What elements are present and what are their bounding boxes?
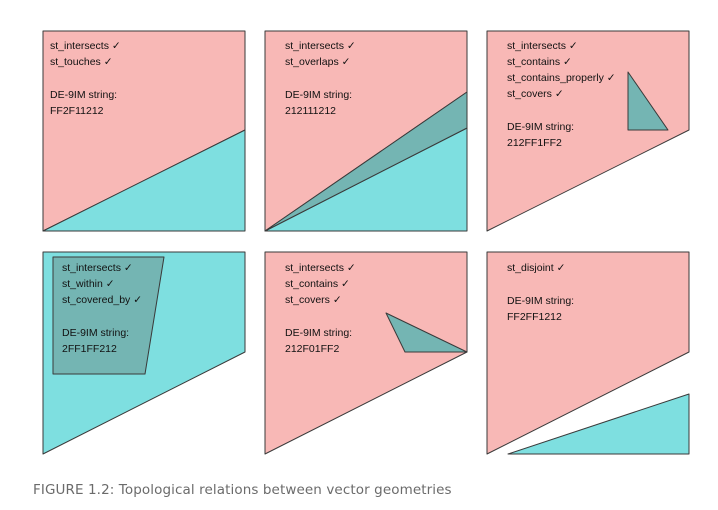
de9im-label: DE-9IM string:: [507, 121, 574, 133]
relation-list: st_intersects ✓ st_contains ✓ st_contain…: [507, 40, 616, 100]
geometry-x: [52, 256, 165, 375]
relation-list: st_intersects ✓ st_within ✓ st_covered_b…: [62, 262, 142, 306]
relation-list: st_intersects ✓ st_overlaps ✓: [285, 40, 356, 68]
de9im-label: DE-9IM string:: [285, 89, 352, 101]
de9im-string: FF2FF1212: [507, 311, 562, 323]
de9im-string: 212F01FF2: [285, 343, 339, 355]
de9im-string: 212111212: [285, 105, 336, 117]
relation-list: st_disjoint ✓: [507, 262, 565, 274]
de9im-string: 2FF1FF212: [62, 343, 117, 355]
relation-label: st_covered_by ✓: [62, 294, 142, 306]
figure-caption: FIGURE 1.2: Topological relations betwee…: [33, 482, 452, 498]
geometry-y: [385, 312, 468, 353]
de9im-label: DE-9IM string:: [50, 89, 117, 101]
relation-list: st_intersects ✓ st_touches ✓: [50, 40, 121, 68]
relation-list: st_intersects ✓ st_contains ✓ st_covers …: [285, 262, 356, 306]
relation-label: st_intersects ✓: [285, 262, 356, 274]
relation-label: st_covers ✓: [507, 88, 564, 100]
relation-label: st_intersects ✓: [285, 40, 356, 52]
de9im-string: FF2F11212: [50, 105, 104, 117]
panel-contains-properly: st_intersects ✓ st_contains ✓ st_contain…: [486, 30, 690, 232]
relation-label: st_contains_properly ✓: [507, 72, 616, 84]
panel-within: st_intersects ✓ st_within ✓ st_covered_b…: [42, 251, 246, 455]
topology-figure: st_intersects ✓ st_touches ✓ DE-9IM stri…: [42, 30, 690, 455]
relation-label: st_contains ✓: [507, 56, 572, 68]
relation-label: st_touches ✓: [50, 56, 113, 68]
geometry-y: [627, 71, 669, 131]
de9im-label: DE-9IM string:: [62, 327, 129, 339]
relation-label: st_overlaps ✓: [285, 56, 350, 68]
overlap-region: [264, 91, 468, 232]
de9im-string: 212FF1FF2: [507, 137, 562, 149]
geometry-x: [486, 30, 690, 232]
geometry-x: [486, 251, 690, 455]
relation-label: st_intersects ✓: [50, 40, 121, 52]
geometry-y: [42, 129, 246, 232]
geometry-y: [507, 393, 690, 455]
relation-label: st_within ✓: [62, 278, 115, 290]
panel-overlaps: st_intersects ✓ st_overlaps ✓ DE-9IM str…: [264, 30, 468, 232]
panel-disjoint: st_disjoint ✓ DE-9IM string: FF2FF1212: [486, 251, 690, 455]
relation-label: st_intersects ✓: [62, 262, 133, 274]
relation-label: st_intersects ✓: [507, 40, 578, 52]
relation-label: st_disjoint ✓: [507, 262, 565, 274]
de9im-label: DE-9IM string:: [507, 295, 574, 307]
de9im-label: DE-9IM string:: [285, 327, 352, 339]
relation-label: st_covers ✓: [285, 294, 342, 306]
relation-label: st_contains ✓: [285, 278, 350, 290]
panel-covers: st_intersects ✓ st_contains ✓ st_covers …: [264, 251, 468, 455]
panel-touches: st_intersects ✓ st_touches ✓ DE-9IM stri…: [42, 30, 246, 232]
